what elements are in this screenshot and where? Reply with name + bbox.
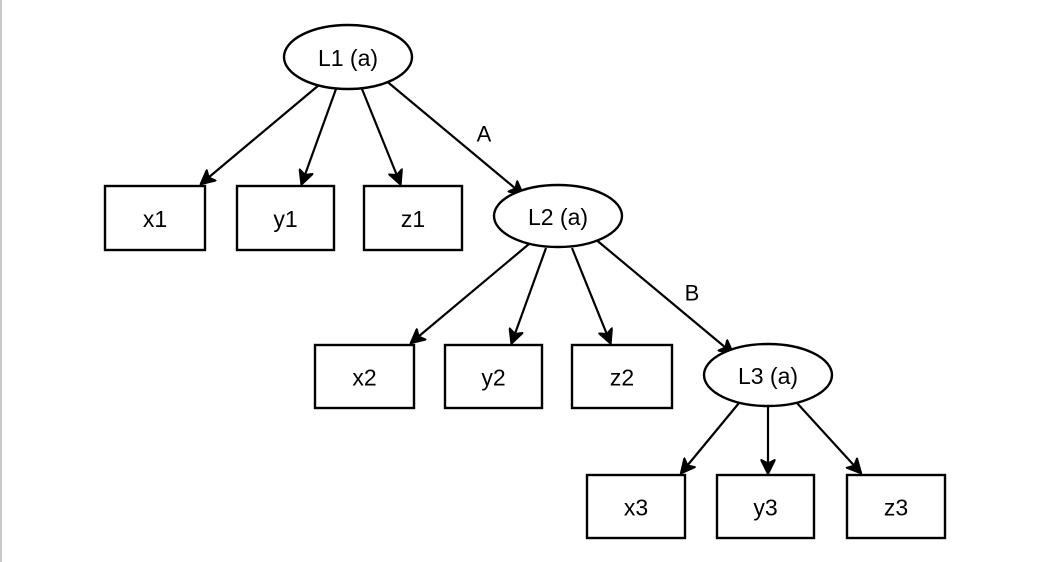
observed-node-y1[interactable]: y1 (235, 184, 336, 252)
nodes-layer: x1 y1 z1 x2 y2 z2 x3 y3 z3 L1 (a) L2 (a) L3 (a) (103, 23, 947, 540)
node-shape-L2 (492, 183, 624, 249)
node-shape-y3 (715, 473, 816, 540)
node-shape-x2 (313, 343, 416, 410)
node-label-L3: L3 (a) (738, 363, 798, 389)
observed-node-x3[interactable]: x3 (585, 473, 687, 540)
node-shape-y1 (235, 184, 336, 252)
node-label-x3: x3 (624, 495, 648, 521)
node-shape-z1 (362, 184, 464, 252)
node-label-z2: z2 (610, 365, 634, 391)
node-shape-z2 (570, 343, 674, 410)
latent-node-L3[interactable]: L3 (a) (702, 342, 834, 408)
observed-node-x2[interactable]: x2 (313, 343, 416, 410)
observed-node-z2[interactable]: z2 (570, 343, 674, 410)
edge-L1-y1[interactable] (302, 88, 338, 183)
node-label-x1: x1 (143, 206, 167, 232)
edges-layer (202, 78, 860, 472)
node-shape-y2 (443, 343, 544, 410)
latent-node-L2[interactable]: L2 (a) (492, 183, 624, 249)
edge-L2-L3[interactable] (593, 237, 732, 353)
node-label-y3: y3 (753, 495, 777, 521)
edge-L1-x1[interactable] (202, 84, 320, 183)
edge-L1-L2[interactable] (383, 78, 522, 194)
observed-node-y2[interactable]: y2 (443, 343, 544, 410)
edge-line-L1-L2 (383, 78, 522, 194)
edge-label-L1-L2: A (477, 122, 492, 147)
node-label-x2: x2 (352, 365, 376, 391)
edge-L2-x2[interactable] (412, 243, 530, 342)
observed-node-z1[interactable]: z1 (362, 184, 464, 252)
node-label-L1: L1 (a) (318, 45, 378, 71)
edge-line-L2-L3 (593, 237, 732, 353)
edge-line-L1-z1 (360, 88, 400, 183)
edge-L3-x3[interactable] (682, 402, 740, 472)
edge-L3-z3[interactable] (796, 402, 860, 472)
observed-node-z3[interactable]: z3 (845, 473, 947, 540)
edge-line-L2-y2 (512, 247, 548, 342)
node-label-z1: z1 (401, 206, 425, 232)
node-label-y1: y1 (273, 206, 297, 232)
node-shape-z3 (845, 473, 947, 540)
edge-line-L1-x1 (202, 84, 320, 183)
node-label-z3: z3 (884, 495, 908, 521)
edge-line-L3-x3 (682, 402, 740, 472)
edge-label-L2-L3: B (685, 281, 700, 306)
edge-L2-z2[interactable] (570, 247, 610, 342)
node-shape-L3 (702, 342, 834, 408)
node-shape-x3 (585, 473, 687, 540)
edge-L1-z1[interactable] (360, 88, 400, 183)
latent-node-L1[interactable]: L1 (a) (282, 23, 414, 91)
node-label-y2: y2 (481, 365, 505, 391)
node-label-L2: L2 (a) (528, 204, 588, 230)
edge-line-L2-z2 (570, 247, 610, 342)
observed-node-x1[interactable]: x1 (103, 184, 207, 252)
edge-labels-layer: AB (477, 122, 700, 306)
observed-node-y3[interactable]: y3 (715, 473, 816, 540)
edge-line-L1-y1 (302, 88, 338, 183)
node-shape-x1 (103, 184, 207, 252)
edge-line-L3-z3 (796, 402, 860, 472)
node-shape-L1 (282, 23, 414, 91)
edge-L2-y2[interactable] (512, 247, 548, 342)
edge-line-L2-x2 (412, 243, 530, 342)
